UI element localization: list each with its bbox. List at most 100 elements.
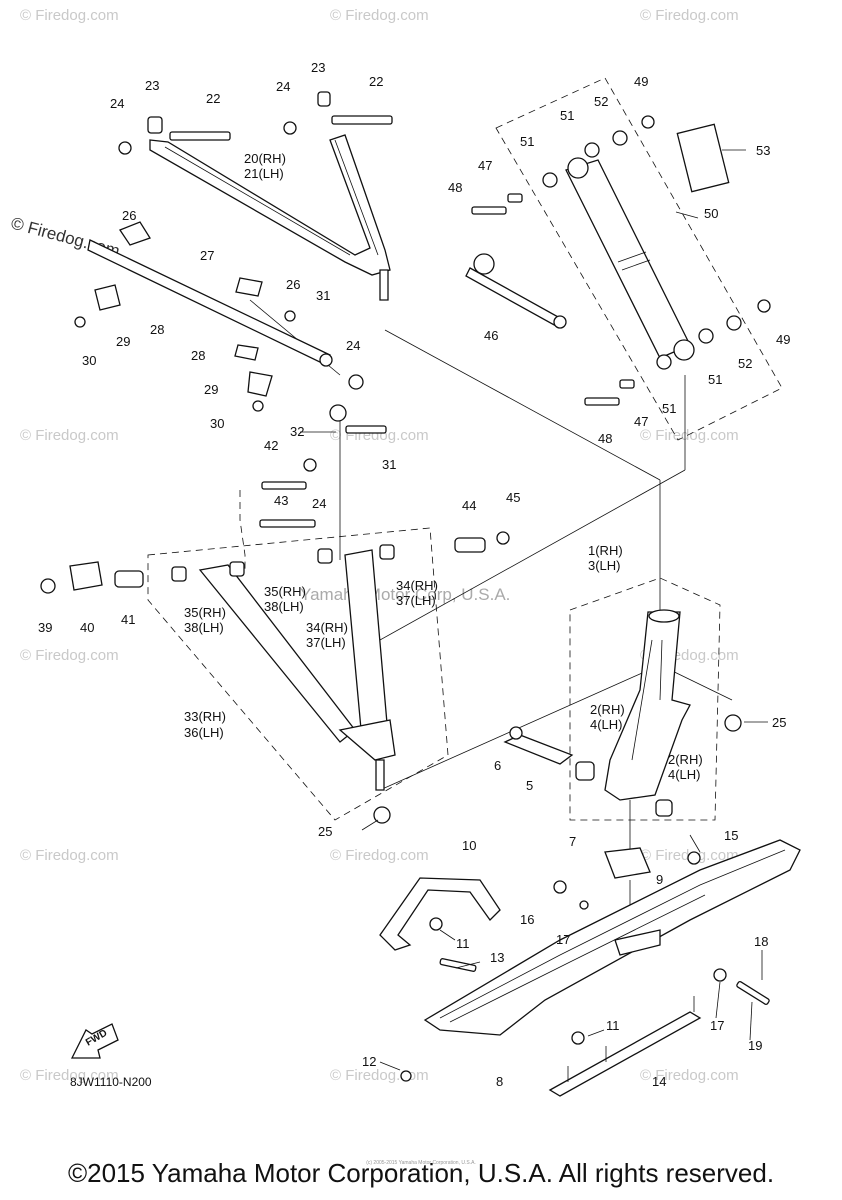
part-label: 14 bbox=[652, 1074, 666, 1089]
part-label: 13 bbox=[490, 950, 504, 965]
tie-rod bbox=[74, 221, 364, 422]
lower-a-arm bbox=[40, 425, 510, 824]
part-label: 30 bbox=[210, 416, 224, 431]
stabilizer-link bbox=[465, 253, 567, 329]
watermark: © Firedog.com bbox=[20, 647, 119, 664]
part-label: 31 bbox=[382, 457, 396, 472]
diagram-code: 8JW1110-N200 bbox=[70, 1075, 152, 1089]
part-label: 4(LH) bbox=[590, 717, 623, 732]
part-label: 47 bbox=[634, 414, 648, 429]
part-label: 18 bbox=[754, 934, 768, 949]
part-label: 40 bbox=[80, 620, 94, 635]
part-label: 9 bbox=[656, 872, 663, 887]
part-label: 37(LH) bbox=[306, 635, 346, 650]
assembly-boundaries bbox=[147, 77, 783, 821]
part-label: 8 bbox=[496, 1074, 503, 1089]
part-label: 43 bbox=[274, 493, 288, 508]
part-label: 26 bbox=[122, 208, 136, 223]
part-label: 28 bbox=[191, 348, 205, 363]
part-label: 51 bbox=[560, 108, 574, 123]
copyright-footer: ©2015 Yamaha Motor Corporation, U.S.A. A… bbox=[67, 1158, 775, 1188]
watermark: © Firedog.com bbox=[640, 427, 739, 444]
part-label: 21(LH) bbox=[244, 166, 284, 181]
part-label: 5 bbox=[526, 778, 533, 793]
part-label: 2(RH) bbox=[590, 702, 625, 717]
part-label: 24 bbox=[346, 338, 360, 353]
part-label: 44 bbox=[462, 498, 476, 513]
part-label: 2(RH) bbox=[668, 752, 703, 767]
part-label: 24 bbox=[312, 496, 326, 511]
part-label: 51 bbox=[520, 134, 534, 149]
part-label: 17 bbox=[710, 1018, 724, 1033]
part-label: 39 bbox=[38, 620, 52, 635]
part-label: 37(LH) bbox=[396, 593, 436, 608]
part-label: 15 bbox=[724, 828, 738, 843]
part-label: 22 bbox=[206, 91, 220, 106]
part-label: 16 bbox=[520, 912, 534, 927]
label-leaders bbox=[300, 149, 768, 1071]
part-label: 50 bbox=[704, 206, 718, 221]
watermark: © Firedog.com bbox=[20, 847, 119, 864]
part-labels: 1(RH) 3(LH) 2(RH) 4(LH) 2(RH) 4(LH) 5 6 … bbox=[38, 60, 790, 1089]
part-label: 23 bbox=[145, 78, 159, 93]
part-label: 29 bbox=[116, 334, 130, 349]
watermark: © Firedog.com bbox=[330, 1067, 429, 1084]
part-label: 33(RH) bbox=[184, 709, 226, 724]
part-label: 52 bbox=[738, 356, 752, 371]
part-label: 49 bbox=[634, 74, 648, 89]
part-label: 29 bbox=[204, 382, 218, 397]
part-label: 10 bbox=[462, 838, 476, 853]
part-label: 6 bbox=[494, 758, 501, 773]
ski bbox=[400, 839, 801, 1082]
shock-absorber bbox=[471, 115, 771, 406]
part-label: 27 bbox=[200, 248, 214, 263]
part-label: 12 bbox=[362, 1054, 376, 1069]
part-label: 22 bbox=[369, 74, 383, 89]
steering-spindle bbox=[503, 609, 742, 817]
watermark: © Firedog.com bbox=[640, 1067, 739, 1084]
part-label: 11 bbox=[456, 936, 470, 951]
part-label: 47 bbox=[478, 158, 492, 173]
part-label: 1(RH) bbox=[588, 543, 623, 558]
part-label: 19 bbox=[748, 1038, 762, 1053]
part-label: 25 bbox=[772, 715, 786, 730]
part-label: 38(LH) bbox=[184, 620, 224, 635]
wear-bar bbox=[548, 996, 702, 1097]
part-label: 34(RH) bbox=[396, 578, 438, 593]
watermark: © Firedog.com bbox=[20, 427, 119, 444]
watermark: © Firedog.com bbox=[330, 7, 429, 24]
part-label: 53 bbox=[756, 143, 770, 158]
part-label: 48 bbox=[598, 431, 612, 446]
fwd-arrow-icon: FWD bbox=[70, 1023, 119, 1059]
watermark: © Firedog.com bbox=[330, 847, 429, 864]
part-label: 49 bbox=[776, 332, 790, 347]
upper-a-arm bbox=[118, 91, 393, 301]
part-label: 25 bbox=[318, 824, 332, 839]
part-label: 34(RH) bbox=[306, 620, 348, 635]
part-label: 48 bbox=[448, 180, 462, 195]
part-label: 30 bbox=[82, 353, 96, 368]
part-label: 52 bbox=[594, 94, 608, 109]
part-label: 24 bbox=[276, 79, 290, 94]
part-label: 26 bbox=[286, 277, 300, 292]
part-label: 46 bbox=[484, 328, 498, 343]
part-label: 24 bbox=[110, 96, 124, 111]
part-label: 17 bbox=[556, 932, 570, 947]
part-label: 23 bbox=[311, 60, 325, 75]
part-label: 51 bbox=[662, 401, 676, 416]
part-label: 28 bbox=[150, 322, 164, 337]
part-label: 11 bbox=[606, 1018, 620, 1033]
part-label: 42 bbox=[264, 438, 278, 453]
part-label: 35(RH) bbox=[264, 584, 306, 599]
part-label: 35(RH) bbox=[184, 605, 226, 620]
part-label: 3(LH) bbox=[588, 558, 621, 573]
part-label: 38(LH) bbox=[264, 599, 304, 614]
part-label: 20(RH) bbox=[244, 151, 286, 166]
watermark: © Firedog.com bbox=[640, 7, 739, 24]
ski-handle bbox=[379, 877, 501, 951]
part-label: 32 bbox=[290, 424, 304, 439]
watermark: © Firedog.com bbox=[20, 1067, 119, 1084]
part-label: 45 bbox=[506, 490, 520, 505]
part-label: 4(LH) bbox=[668, 767, 701, 782]
